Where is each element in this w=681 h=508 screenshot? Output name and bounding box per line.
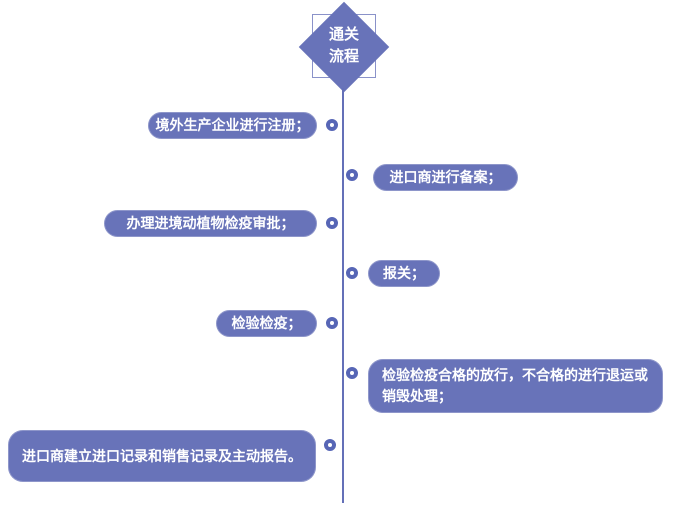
timeline-node-icon xyxy=(346,367,358,379)
timeline-node-icon xyxy=(346,169,358,181)
timeline-step-label: 进口商建立进口记录和销售记录及主动报告。 xyxy=(22,447,302,464)
timeline-step-quarantine-approval: 办理进境动植物检疫审批； xyxy=(104,210,317,237)
diagram-title-line2: 流程 xyxy=(328,48,359,65)
timeline-step-records-report: 进口商建立进口记录和销售记录及主动报告。 xyxy=(8,430,316,482)
timeline-step-release-or-return: 检验检疫合格的放行，不合格的进行退运或销毁处理； xyxy=(368,359,663,413)
timeline-step-label: 检验检疫； xyxy=(231,315,302,331)
timeline-spine xyxy=(342,88,344,503)
timeline-node-icon xyxy=(326,217,338,229)
timeline-step-label: 检验检疫合格的放行，不合格的进行退运或销毁处理； xyxy=(382,367,648,404)
diagram-title-line1: 通关 xyxy=(328,26,359,43)
timeline-step-label: 进口商进行备案； xyxy=(389,169,502,185)
timeline-step-register: 境外生产企业进行注册； xyxy=(148,112,317,139)
timeline-node-icon xyxy=(346,267,358,279)
timeline-step-customs-declaration: 报关； xyxy=(368,260,440,287)
timeline-step-label: 境外生产企业进行注册； xyxy=(155,117,310,133)
timeline-step-label: 报关； xyxy=(383,265,425,281)
timeline-node-icon xyxy=(326,317,338,329)
timeline-step-importer-filing: 进口商进行备案； xyxy=(373,164,518,191)
diagram-title: 通关 流程 xyxy=(304,24,384,68)
timeline-step-label: 办理进境动植物检疫审批； xyxy=(126,215,295,231)
timeline-step-inspection: 检验检疫； xyxy=(216,310,317,337)
timeline-node-icon xyxy=(324,439,336,451)
timeline-node-icon xyxy=(326,119,338,131)
